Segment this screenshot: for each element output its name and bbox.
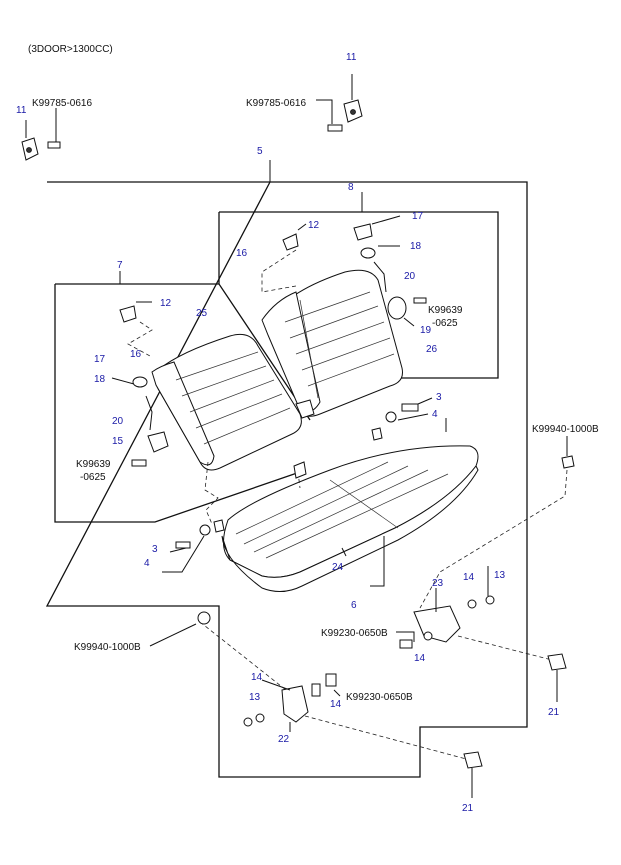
part-21-bolts: [463, 653, 567, 769]
part-18-15-left: [131, 376, 169, 467]
left-seatback: [151, 333, 302, 471]
callout-21-a: 21: [548, 707, 560, 718]
part-k99940-left: [197, 611, 211, 625]
callout-18-right: 18: [410, 241, 422, 252]
code-k99639-right: K99639: [428, 305, 463, 316]
callout-3-bottom: 3: [152, 544, 158, 555]
code-k99940-left: K99940-1000B: [74, 642, 141, 653]
callout-11-left: 11: [16, 105, 27, 116]
part-19-knob: [387, 296, 427, 320]
callout-14-b: 14: [414, 653, 426, 664]
callout-6: 6: [351, 600, 357, 611]
callout-20-left: 20: [112, 416, 124, 427]
callout-26: 26: [426, 344, 438, 355]
main-frame: [45, 181, 528, 778]
callout-18-left: 18: [94, 374, 106, 385]
variant-label: (3DOOR>1300CC): [28, 44, 113, 55]
callout-12-right: 12: [308, 220, 320, 231]
callout-14-c: 14: [251, 672, 263, 683]
code-k99785-left: K99785-0616: [32, 98, 92, 109]
part-11-left-bracket: [21, 137, 61, 161]
callout-25: 25: [196, 308, 208, 319]
callout-13-b: 13: [249, 692, 261, 703]
callout-19: 19: [420, 325, 432, 336]
part-11-right-bracket: [327, 99, 363, 132]
code-k99230-upper: K99230-0650B: [321, 628, 388, 639]
part-23-hinge: [399, 595, 495, 649]
callout-16-right: 16: [236, 248, 248, 259]
callout-5: 5: [257, 146, 263, 157]
callout-13-a: 13: [494, 570, 506, 581]
part-k99940-right: [561, 455, 575, 469]
callout-4-top: 4: [432, 409, 438, 420]
part-22-hinge: [243, 673, 337, 727]
part-17-18-20-right: [353, 223, 387, 293]
code-k99639-right-suffix: -0625: [432, 318, 458, 329]
part-3-4-lower: [175, 519, 225, 549]
callout-3-top: 3: [436, 392, 442, 403]
callout-24: 24: [332, 562, 344, 573]
code-k99639-left-suffix: -0625: [80, 472, 106, 483]
callout-20-right: 20: [404, 271, 416, 282]
callout-23: 23: [432, 578, 444, 589]
code-k99230-lower: K99230-0650B: [346, 692, 413, 703]
right-seatback: [261, 269, 403, 417]
part-3-4-upper: [371, 403, 419, 441]
part-12-left: [119, 305, 137, 323]
callout-17-right: 17: [412, 211, 424, 222]
callout-11-right: 11: [346, 52, 357, 63]
callout-16-left: 16: [130, 349, 142, 360]
callout-7: 7: [117, 260, 123, 271]
callout-21-b: 21: [462, 803, 474, 814]
callout-12-left: 12: [160, 298, 172, 309]
part-12-right: [282, 233, 299, 251]
callout-22: 22: [278, 734, 290, 745]
code-k99639-left: K99639: [76, 459, 111, 470]
callout-14-d: 14: [330, 699, 342, 710]
callout-4-bottom: 4: [144, 558, 150, 569]
callout-15: 15: [112, 436, 124, 447]
code-k99940-right: K99940-1000B: [532, 424, 599, 435]
left-seatback-frame: [54, 283, 311, 523]
right-seatback-frame: [218, 211, 499, 379]
callout-14-a: 14: [463, 572, 475, 583]
seat-cushion: [221, 445, 479, 592]
callout-8: 8: [348, 182, 354, 193]
callout-17-left: 17: [94, 354, 106, 365]
code-k99785-right: K99785-0616: [246, 98, 306, 109]
